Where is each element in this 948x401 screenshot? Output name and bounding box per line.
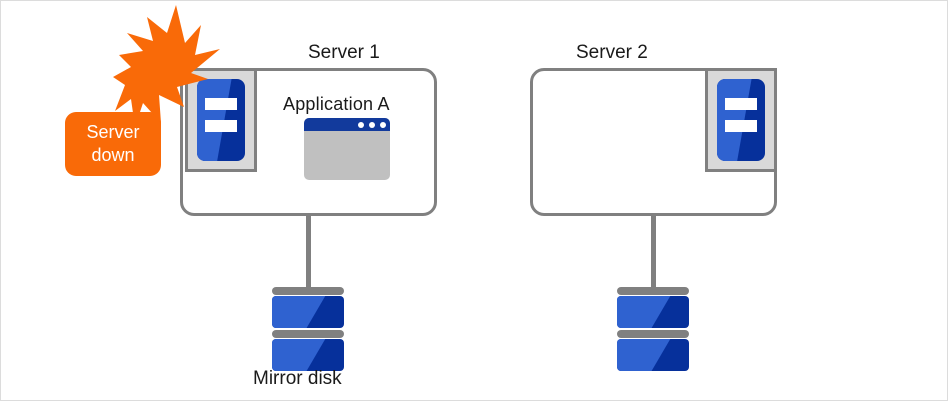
status-badge-line1: Server [86,122,140,142]
server-chassis [717,79,765,161]
server-slot-bar-2 [205,120,237,132]
server1-machine-icon [185,68,257,172]
disk-platter-middle [272,330,344,338]
application-window-icon [304,118,390,180]
window-dot-1 [358,122,364,128]
server1-title: Server 1 [308,42,380,63]
server2-disk-connector [651,214,656,290]
mirror-disk-icon-server1 [272,287,344,373]
disk-platter-top [272,287,344,295]
server-slot-bar-1 [205,98,237,110]
disk-body-1 [617,296,689,328]
disk-platter-middle [617,330,689,338]
disk-body-1 [272,296,344,328]
application-a-label: Application A [283,94,390,114]
mirror-disk-label: Mirror disk [253,368,342,389]
server-chassis [197,79,245,161]
server-slot-bar-2 [725,120,757,132]
window-titlebar [304,118,390,131]
server-slot-bar-1 [725,98,757,110]
disk-body-2 [272,339,344,371]
lightning-bolt-icon [113,5,220,127]
mirror-disk-icon-server2 [617,287,689,373]
window-dot-2 [369,122,375,128]
server2-title: Server 2 [576,42,648,63]
server2-machine-icon [705,68,777,172]
window-dot-3 [380,122,386,128]
disk-platter-top [617,287,689,295]
status-badge-line2: down [91,145,135,165]
status-badge-server-down: Server down [65,112,161,176]
disk-body-2 [617,339,689,371]
server1-disk-connector [306,214,311,290]
